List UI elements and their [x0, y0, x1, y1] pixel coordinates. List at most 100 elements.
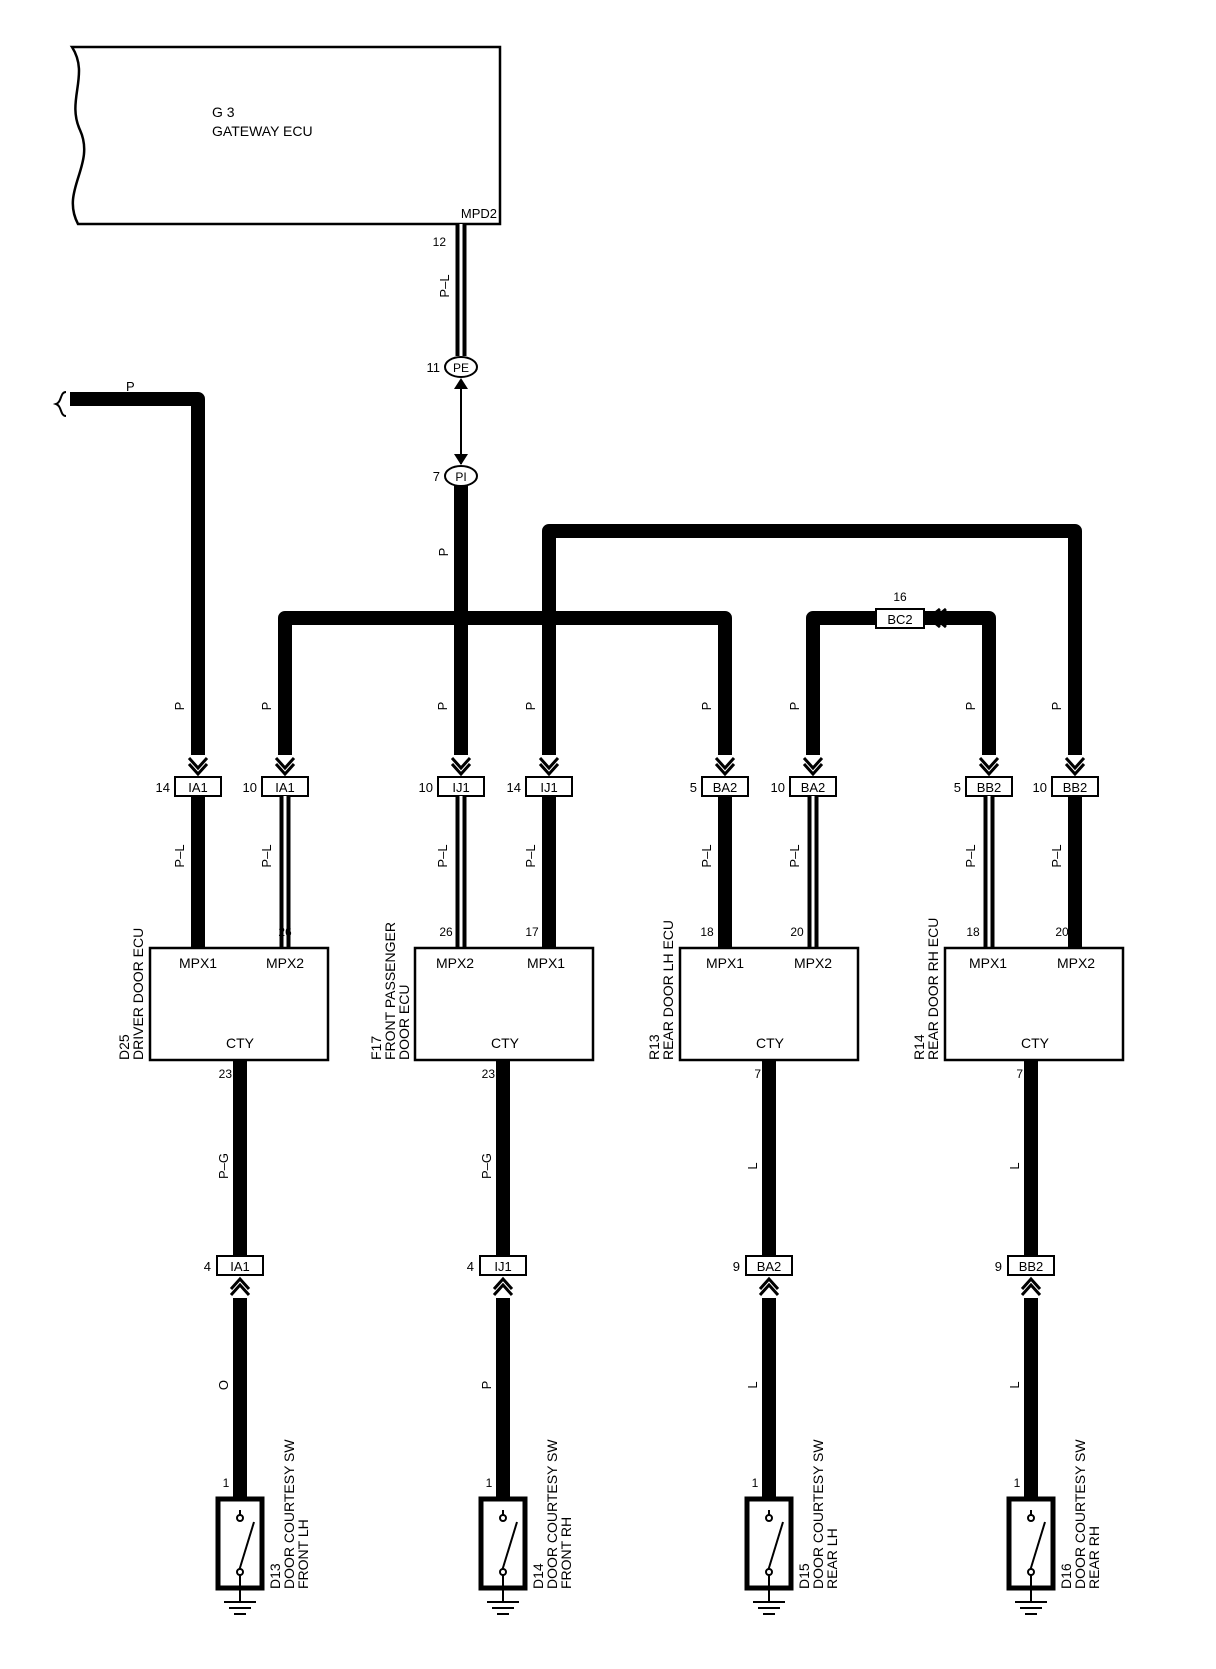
ecu-cty: CTY — [491, 1035, 520, 1051]
cty-connector-wire: L — [745, 1381, 760, 1388]
gateway-pin: 12 — [433, 235, 447, 249]
ecu-name-line1: REAR DOOR LH ECU — [660, 920, 676, 1060]
courtesy-circuit: 23 P–G IA1 4 O 1 D13 DOOR COURTESY SW FR… — [204, 1060, 311, 1615]
bus-connector: BA2 10 P P–L — [771, 702, 837, 948]
bus-connector: BB2 10 P P–L — [1033, 702, 1099, 948]
ecu-name-line1: DRIVER DOOR ECU — [130, 928, 146, 1060]
courtesy-circuit: 7 L BA2 9 L 1 D15 DOOR COURTESY SW REAR … — [733, 1060, 840, 1615]
ground-icon — [753, 1588, 785, 1615]
pe-pin: 11 — [427, 360, 441, 375]
bus-connector-label: IA1 — [188, 780, 208, 795]
ecu-name-line1: FRONT PASSENGER — [382, 922, 398, 1060]
door-ecu: 17 26 MPX1 MPX2 CTY D25 DRIVER DOOR ECU — [116, 925, 330, 1062]
bus-wire-top-label: P — [172, 702, 187, 711]
cty-connector-wire: L — [1007, 1381, 1022, 1388]
ecu-port-right: MPX1 — [527, 955, 565, 971]
ecu-cty: CTY — [226, 1035, 255, 1051]
bus-connector-row: IA1 14 P P–L IA1 10 P P–L IJ1 10 P P–L — [156, 702, 1099, 948]
bus-connector-pin: 10 — [243, 780, 257, 795]
gateway-id: G 3 — [212, 104, 235, 120]
bus-connector-pin: 5 — [690, 780, 697, 795]
bus-wire-bottom-label: P–L — [259, 844, 274, 867]
bc2-connector: BC2 16 — [875, 590, 947, 629]
bus-connector-label: IA1 — [275, 780, 295, 795]
cty-connector-label: IA1 — [230, 1259, 250, 1274]
ecu-port-right: MPX2 — [1057, 955, 1095, 971]
bus-connector: IA1 14 P P–L — [156, 702, 222, 948]
ecu-pin-right: 26 — [278, 925, 292, 939]
bus-connector-label: BB2 — [977, 780, 1002, 795]
ecu-port-left: MPX1 — [969, 955, 1007, 971]
cty-connector-label: BA2 — [757, 1259, 782, 1274]
cty-wire-label: L — [1007, 1162, 1022, 1169]
bus-wire-bottom-label: P–L — [699, 844, 714, 867]
pe-label: PE — [453, 361, 469, 375]
cty-pin: 23 — [482, 1067, 496, 1081]
cty-pin: 7 — [1016, 1067, 1023, 1081]
ground-icon — [224, 1588, 256, 1615]
gateway-wire-label: P–L — [437, 274, 452, 297]
bus-connector-pin: 10 — [419, 780, 433, 795]
bus-connector-label: BA2 — [713, 780, 738, 795]
switch-name-line2: REAR LH — [824, 1528, 840, 1589]
door-ecu: 26 17 MPX2 MPX1 CTY F17 FRONT PASSENGER … — [368, 922, 595, 1062]
bus-connector-label: BA2 — [801, 780, 826, 795]
ecu-pin-right: 17 — [525, 925, 539, 939]
cty-wire-label: P–G — [479, 1153, 494, 1179]
ecu-pin-left: 26 — [439, 925, 453, 939]
ecu-name-line2: DOOR ECU — [396, 985, 412, 1060]
bus-connector-pin: 10 — [771, 780, 785, 795]
cty-connector-label: IJ1 — [494, 1259, 511, 1274]
switch-name-line2: FRONT LH — [295, 1519, 311, 1589]
bus-wire-bottom-label: P–L — [963, 844, 978, 867]
ground-icon — [1015, 1588, 1047, 1615]
switch-pin: 1 — [486, 1476, 493, 1490]
bus-wire-top-label: P — [787, 702, 802, 711]
feed-wire-label: P — [126, 379, 135, 394]
ecu-port-right: MPX2 — [266, 955, 304, 971]
ecu-cty: CTY — [1021, 1035, 1050, 1051]
bus-wire-bottom-label: P–L — [435, 844, 450, 867]
door-courtesy-switch-icon — [478, 1496, 528, 1591]
bus-wire-bottom-label: P–L — [172, 844, 187, 867]
bus-connector: BB2 5 P P–L — [954, 702, 1013, 948]
ecu-port-left: MPX2 — [436, 955, 474, 971]
splice-connectors: PE 11 PI 7 P — [427, 356, 478, 557]
bus-wires: P — [52, 379, 1082, 755]
bc2-pin: 16 — [893, 590, 907, 604]
door-courtesy-switch-icon — [1006, 1496, 1056, 1591]
bus-wire-top-label: P — [1049, 702, 1064, 711]
cty-connector-pin: 4 — [467, 1259, 474, 1274]
cty-pin: 7 — [754, 1067, 761, 1081]
bus-connector-pin: 14 — [507, 780, 521, 795]
ecu-code: D25 — [116, 1034, 132, 1060]
door-ecu: 18 20 MPX1 MPX2 CTY R14 REAR DOOR RH ECU — [911, 918, 1125, 1062]
gateway-ecu: G 3 GATEWAY ECU MPD2 — [69, 45, 502, 226]
bus-wire-top-label: P — [435, 702, 450, 711]
switch-code: D13 — [267, 1563, 283, 1589]
ecu-pin-left: 18 — [966, 925, 980, 939]
bus-connector-label: IJ1 — [452, 780, 469, 795]
cty-connector-pin: 4 — [204, 1259, 211, 1274]
bus-wire-bottom-label: P–L — [787, 844, 802, 867]
switch-name-line1: DOOR COURTESY SW — [810, 1439, 826, 1589]
door-courtesy-switch-icon — [744, 1496, 794, 1591]
bus-wire-top-label: P — [523, 702, 538, 711]
pi-wire-label: P — [436, 548, 451, 557]
pi-pin: 7 — [433, 469, 440, 484]
cty-connector-pin: 9 — [733, 1259, 740, 1274]
ecu-port-right: MPX2 — [794, 955, 832, 971]
switch-code: D15 — [796, 1563, 812, 1589]
ecu-pin-right: 20 — [790, 925, 804, 939]
bus-connector-label: BB2 — [1063, 780, 1088, 795]
bus-connector: IA1 10 P P–L — [243, 702, 309, 948]
bus-connector-pin: 5 — [954, 780, 961, 795]
ecu-pin-right: 20 — [1055, 925, 1069, 939]
bus-wire-bottom-label: P–L — [523, 844, 538, 867]
cty-wire-label: L — [745, 1162, 760, 1169]
gateway-port: MPD2 — [461, 206, 497, 221]
ecu-code: R14 — [911, 1034, 927, 1060]
bus-connector: IJ1 14 P P–L — [507, 702, 573, 948]
